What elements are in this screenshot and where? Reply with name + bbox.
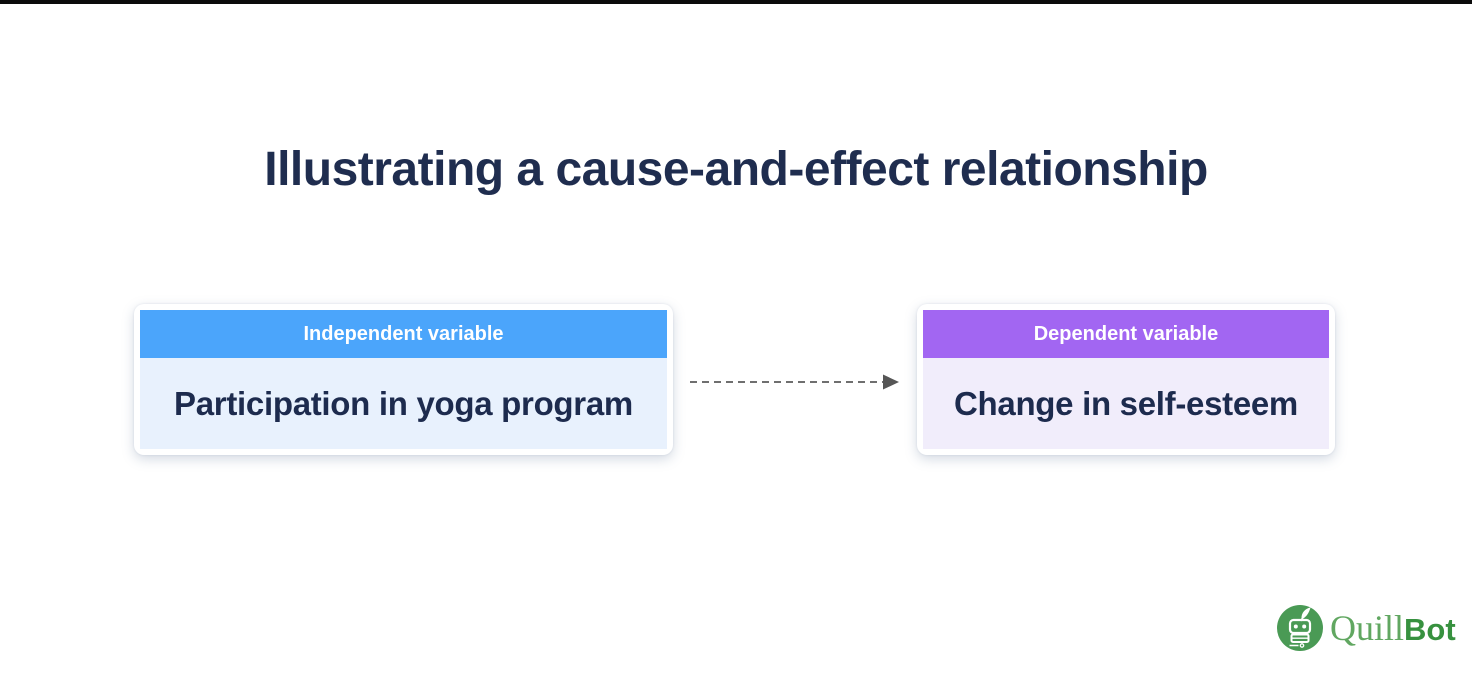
wordmark-bot: Bot	[1404, 612, 1456, 647]
independent-variable-value: Participation in yoga program	[174, 384, 633, 422]
dependent-variable-body: Change in self-esteem	[923, 358, 1329, 449]
dependent-variable-label: Dependent variable	[1033, 322, 1219, 345]
independent-variable-card: Independent variable Participation in yo…	[134, 304, 673, 455]
wordmark-quill: Quill	[1330, 608, 1405, 648]
independent-variable-body: Participation in yoga program	[140, 358, 667, 449]
page-title: Illustrating a cause-and-effect relation…	[264, 143, 1208, 196]
independent-variable-label: Independent variable	[303, 322, 504, 345]
independent-variable-header: Independent variable	[140, 310, 667, 358]
dependent-variable-value: Change in self-esteem	[954, 384, 1298, 422]
dashed-arrow-icon	[690, 374, 899, 390]
dependent-variable-card: Dependent variable Change in self-esteem	[917, 304, 1335, 455]
top-accent-bar	[0, 0, 1472, 4]
dependent-variable-header: Dependent variable	[923, 310, 1329, 358]
cause-effect-arrow	[688, 373, 900, 391]
quillbot-robot-icon	[1277, 605, 1323, 651]
